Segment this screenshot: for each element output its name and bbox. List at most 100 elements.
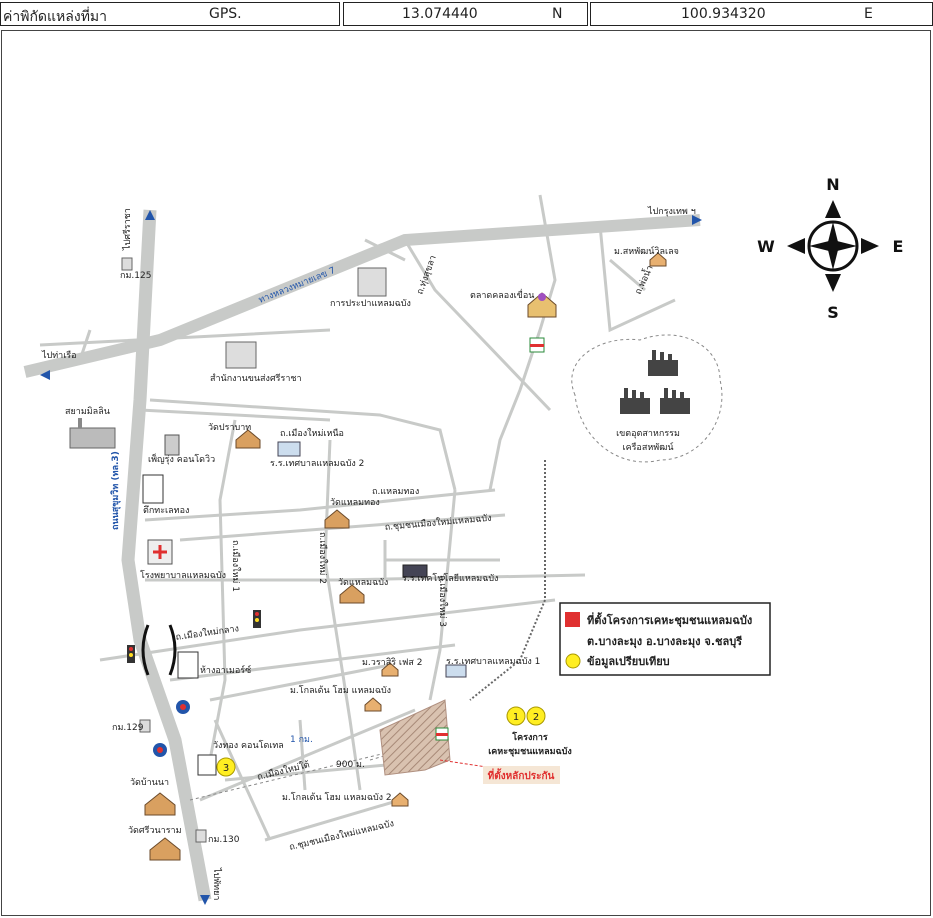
label-tech-school: ร.ร.เทคโนโลยีแหลมฉบัง xyxy=(402,573,498,584)
market-icon xyxy=(527,292,557,318)
label-wangthong: วังทอง คอนโดเทล xyxy=(213,740,284,751)
siam-mill-factory-icon xyxy=(69,418,116,449)
map-legend: ที่ตั้งโครงการเคหะชุมชนแหลมฉบัง ต.บางละม… xyxy=(559,602,771,676)
pwa-building-icon xyxy=(357,267,387,297)
gas-station-icon xyxy=(176,700,190,714)
label-transport: สำนักงานขนส่งศรีราชา xyxy=(210,373,302,384)
label-apartment: ห้างอาเมอร์ซ์ xyxy=(200,664,251,676)
legend-project-line2: ต.บางละมุง อ.บางละมุง จ.ชลบุรี xyxy=(587,635,742,649)
label-to-pattaya: ไปพัทยา xyxy=(211,867,222,900)
latitude-value: 13.074440 xyxy=(402,6,478,22)
label-road-chumchon: ถ.ชุมชนเมืองใหม่แหลมฉบัง xyxy=(384,513,492,533)
label-industrial-1: เขตอุตสาหกรรม xyxy=(616,429,680,439)
label-km129: กม.129 xyxy=(112,723,144,733)
traffic-light-icon xyxy=(253,610,261,628)
hospital-icon xyxy=(147,539,173,565)
label-km125: กม.125 xyxy=(120,271,151,281)
gas-station-icon xyxy=(153,743,167,757)
label-wat-ban-na: วัดบ้านนา xyxy=(130,777,169,788)
label-road-mueang-mai-3: ถ.เมืองใหม่ 3 xyxy=(437,575,448,627)
traffic-light-icon xyxy=(127,645,135,663)
coordinate-header: ค่าพิกัดแหล่งที่มา GPS. 13.074440 N 100.… xyxy=(0,0,933,28)
label-golden-home: ม.โกลเด้น โฮม แหลมฉบัง xyxy=(290,685,391,696)
compass-south: S xyxy=(827,303,839,322)
sukhumvit-road xyxy=(121,209,212,902)
distance-line-1km xyxy=(189,739,441,801)
compass-rose-icon xyxy=(787,200,879,292)
school-icons xyxy=(277,441,467,678)
longitude-value: 100.934320 xyxy=(681,6,766,22)
direction-arrow-icons xyxy=(40,210,702,905)
comparison-marker-1-label: 1 xyxy=(513,712,519,723)
legend-project-swatch xyxy=(565,612,580,627)
factory-icon xyxy=(620,350,690,414)
km-marker-125-icon xyxy=(121,257,133,271)
label-sahaphat: ม.สหพัฒน์วิลเลจ xyxy=(614,245,679,257)
legend-compare-label: ข้อมูลเปรียบเทียบ xyxy=(587,655,670,669)
label-hospital: โรงพยาบาลแหลมฉบัง xyxy=(140,570,226,581)
tower-building-icon xyxy=(142,474,164,504)
motorway-7 xyxy=(23,214,701,378)
label-siam-mill: สยามมิลลิน xyxy=(65,406,110,417)
label-project-2: เคหะชุมชนแหลมฉบัง xyxy=(488,746,572,757)
bridge-icon xyxy=(141,624,177,676)
compass-west: W xyxy=(757,237,775,256)
temple-icons xyxy=(144,429,365,861)
label-road-mueang-mai-1: ถ.เมืองใหม่ 1 xyxy=(230,540,241,592)
label-motorway7: ทางหลวงหมายเลข 7 xyxy=(257,266,337,306)
label-road-laem-thong: ถ.แหลมทอง xyxy=(372,487,419,497)
label-industrial-2: เครือสหพัฒน์ xyxy=(623,441,674,453)
coordinate-label-cell: ค่าพิกัดแหล่งที่มา GPS. xyxy=(0,2,340,26)
label-wat-sri-wanaram: วัดศรีวนาราม xyxy=(128,825,182,836)
label-road-mueang-mai-nuea: ถ.เมืองใหม่เหนือ xyxy=(280,428,344,439)
label-collateral: ที่ตั้งหลักประกัน xyxy=(488,768,555,782)
railway-line xyxy=(469,460,546,701)
comparison-marker-3-label: 3 xyxy=(223,763,229,774)
label-one-km: 1 กม. xyxy=(290,735,313,745)
km-marker-130-icon xyxy=(195,829,207,843)
collateral-label-bg xyxy=(483,766,560,784)
latitude-hemisphere: N xyxy=(552,6,563,22)
longitude-hemisphere: E xyxy=(864,6,873,22)
legend-project-line1: ที่ตั้งโครงการเคหะชุมชนแหลมฉบัง xyxy=(587,612,752,628)
legend-compare-swatch xyxy=(565,653,581,669)
compass-east: E xyxy=(893,237,904,256)
apartment-building-icon xyxy=(177,651,199,679)
comparison-marker-2-label: 2 xyxy=(533,712,539,723)
gps-label: GPS. xyxy=(209,6,242,22)
label-km130: กม.130 xyxy=(208,835,240,845)
label-project-1: โครงการ xyxy=(511,731,548,743)
label-to-tha-rua: ไปท่าเรือ xyxy=(41,350,77,361)
map-frame xyxy=(1,30,931,916)
industrial-estate-boundary xyxy=(571,334,723,463)
label-golden-home2: ม.โกลเด้น โฮม แหลมฉบัง 2 xyxy=(282,792,392,803)
km-marker-129-icon xyxy=(139,719,151,733)
label-wat-laem-chabang: วัดแหลมฉบัง xyxy=(338,578,388,588)
secondary-roads xyxy=(39,194,676,842)
coordinate-label: ค่าพิกัดแหล่งที่มา xyxy=(3,9,108,25)
label-900m: 900 ม. xyxy=(336,760,365,770)
label-road-chumchon-bottom: ถ.ชุมชนเมืองใหม่แหลมฉบัง xyxy=(288,818,395,853)
label-wat-pranang: วัดปราบาท xyxy=(208,423,251,433)
condo-building-icon xyxy=(164,434,180,456)
label-to-sriracha: ไปศรีราชา xyxy=(122,208,133,251)
seven-eleven-icon xyxy=(529,337,545,353)
house-icons xyxy=(364,252,667,807)
label-pwa: การประปาแหลมฉบัง xyxy=(330,299,411,309)
label-wat-laem-thong: วัดแหลมทอง xyxy=(330,498,380,508)
seven-eleven-icon xyxy=(435,727,449,741)
label-school2: ร.ร.เทศบาลแหลมฉบัง 2 xyxy=(270,459,364,469)
label-school1: ร.ร.เทศบาลแหลมฉบัง 1 xyxy=(446,657,540,667)
label-road-mueang-mai-2: ถ.เมืองใหม่ 2 xyxy=(317,532,328,584)
label-phenrung: เพ็ญรุ่ง คอนโดวิว xyxy=(148,452,215,465)
compass-north: N xyxy=(826,175,839,194)
comparison-marker-2 xyxy=(526,706,546,726)
label-sukhumvit: ถนนสุขุมวิท (ทล.3) xyxy=(110,451,121,530)
comparison-marker-3 xyxy=(216,757,236,777)
label-to-bangkok: ไปกรุงเทพ ฯ xyxy=(647,206,696,217)
transport-office-icon xyxy=(225,341,257,369)
comparison-marker-1 xyxy=(506,706,526,726)
latitude-cell: 13.074440 N xyxy=(343,2,588,26)
wangthong-condo-icon xyxy=(197,754,217,776)
